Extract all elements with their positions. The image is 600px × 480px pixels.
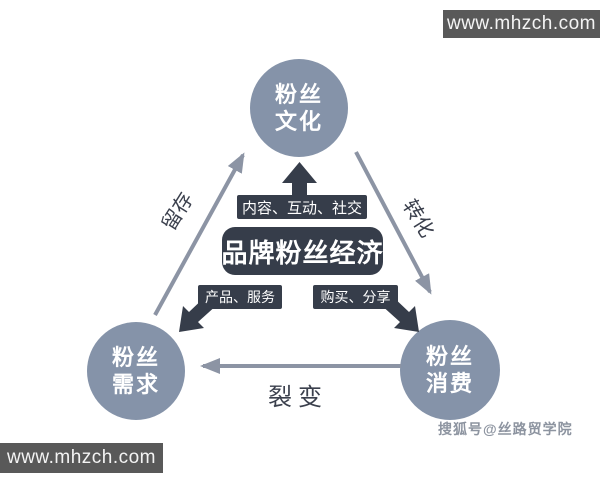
brand-fan-economy-box: 品牌粉丝经济 [222,227,383,275]
node-label: 粉丝 文化 [274,81,323,135]
purchase-share-box: 购买、分享 [313,285,398,309]
content-up-arrow [282,162,317,200]
box-label: 内容、互动、社交 [241,199,362,217]
url-text: www.mhzch.com [6,447,157,468]
fission-label: 裂变 [268,384,328,411]
node-label: 粉丝 消费 [425,343,474,397]
box-label: 购买、分享 [320,289,391,305]
sohu-credit-watermark: 搜狐号@丝路贸学院 [438,421,573,437]
retention-arrow [153,152,245,316]
node-fan-culture: 粉丝 文化 [250,59,348,157]
product-service-box: 产品、服务 [198,285,282,309]
node-label: 粉丝 需求 [111,344,160,398]
conversion-arrow [354,151,432,295]
box-label: 产品、服务 [205,289,275,305]
node-fan-demand: 粉丝 需求 [87,322,185,420]
url-bar-top-right: www.mhzch.com [443,10,600,38]
url-bar-bottom-left: www.mhzch.com [0,443,163,473]
url-text: www.mhzch.com [446,13,597,34]
content-interaction-social-box: 内容、互动、社交 [237,195,367,219]
node-fan-consumption: 粉丝 消费 [400,320,500,420]
diagram-title: 品牌粉丝经济 [221,237,384,268]
